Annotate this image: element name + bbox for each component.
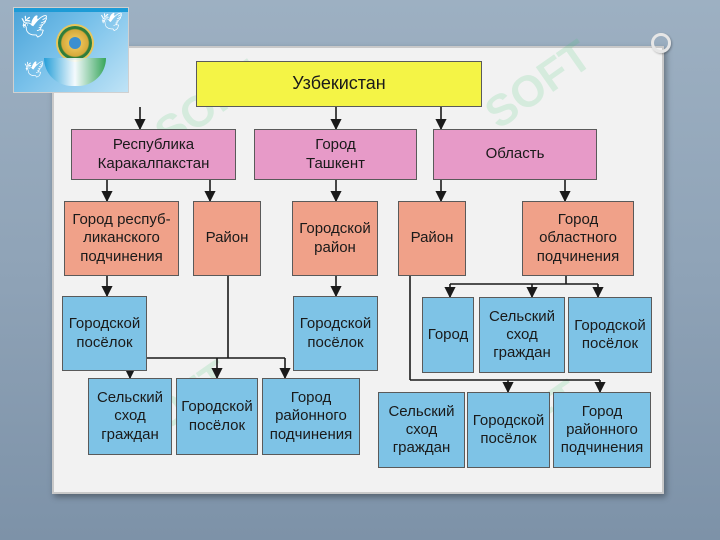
uzbekistan-emblem-image: 🕊 🕊 🕊 xyxy=(13,7,129,93)
node-tashkent-city: Город Ташкент xyxy=(254,129,417,180)
node-label: Республика Каракалпакстан xyxy=(97,136,210,172)
node-karakalpakstan-rayon: Район xyxy=(193,201,261,276)
node-oblast-rayon-city: Город районного подчинения xyxy=(553,392,651,468)
node-label: Город респуб- ликанского подчинения xyxy=(72,211,171,265)
dove-icon: 🕊 xyxy=(100,12,123,32)
node-rayon-selsky-shod: Сельский сход граждан xyxy=(88,378,172,455)
node-oblast: Область xyxy=(433,129,597,180)
node-karakalpakstan: Республика Каракалпакстан xyxy=(71,129,236,180)
node-republican-city: Город респуб- ликанского подчинения xyxy=(64,201,179,276)
dove-icon: 🕊 xyxy=(20,14,48,39)
node-label: Сельский сход граждан xyxy=(488,307,556,362)
node-label: Город районного подчинения xyxy=(560,402,644,457)
flag-stripe-blue xyxy=(14,8,128,12)
node-republican-city-poselok: Городской посёлок xyxy=(62,296,147,371)
node-oblast-city-selsky-shod: Сельский сход граждан xyxy=(479,297,565,373)
node-label: Городской район xyxy=(299,220,371,256)
node-label: Район xyxy=(410,229,454,247)
node-label: Город Ташкент xyxy=(305,136,366,172)
node-label: Городской посёлок xyxy=(68,315,141,351)
node-oblast-rayon-poselok: Городской посёлок xyxy=(467,392,550,468)
node-oblast-rayon-selsky-shod: Сельский сход граждан xyxy=(378,392,465,468)
node-label: Сельский сход граждан xyxy=(388,402,455,457)
node-oblast-city-gorod: Город xyxy=(422,297,474,373)
seal-center-icon xyxy=(69,37,81,49)
node-label: Город районного подчинения xyxy=(269,389,353,443)
node-rayon-city: Город районного подчинения xyxy=(262,378,360,455)
node-label: Городской посёлок xyxy=(574,316,646,352)
node-label: Область xyxy=(485,145,545,163)
node-tashkent-poselok: Городской посёлок xyxy=(293,296,378,371)
node-label: Сельский сход граждан xyxy=(96,389,164,443)
node-oblast-city-poselok: Городской посёлок xyxy=(568,297,652,373)
node-label: Узбекистан xyxy=(292,73,386,94)
node-label: Городской посёлок xyxy=(299,315,372,351)
node-label: Городской посёлок xyxy=(472,411,545,447)
node-label: Район xyxy=(205,229,249,247)
node-label: Город xyxy=(427,325,469,343)
node-label: Город областного подчинения xyxy=(536,211,620,265)
node-oblast-rayon: Район xyxy=(398,201,466,276)
dove-icon: 🕊 xyxy=(24,62,45,79)
node-uzbekistan: Узбекистан xyxy=(196,61,482,107)
binder-ring-icon xyxy=(651,33,671,53)
node-label: Городской посёлок xyxy=(181,398,253,434)
node-city-rayon: Городской район xyxy=(292,201,378,276)
node-rayon-poselok: Городской посёлок xyxy=(176,378,258,455)
node-oblast-city: Город областного подчинения xyxy=(522,201,634,276)
